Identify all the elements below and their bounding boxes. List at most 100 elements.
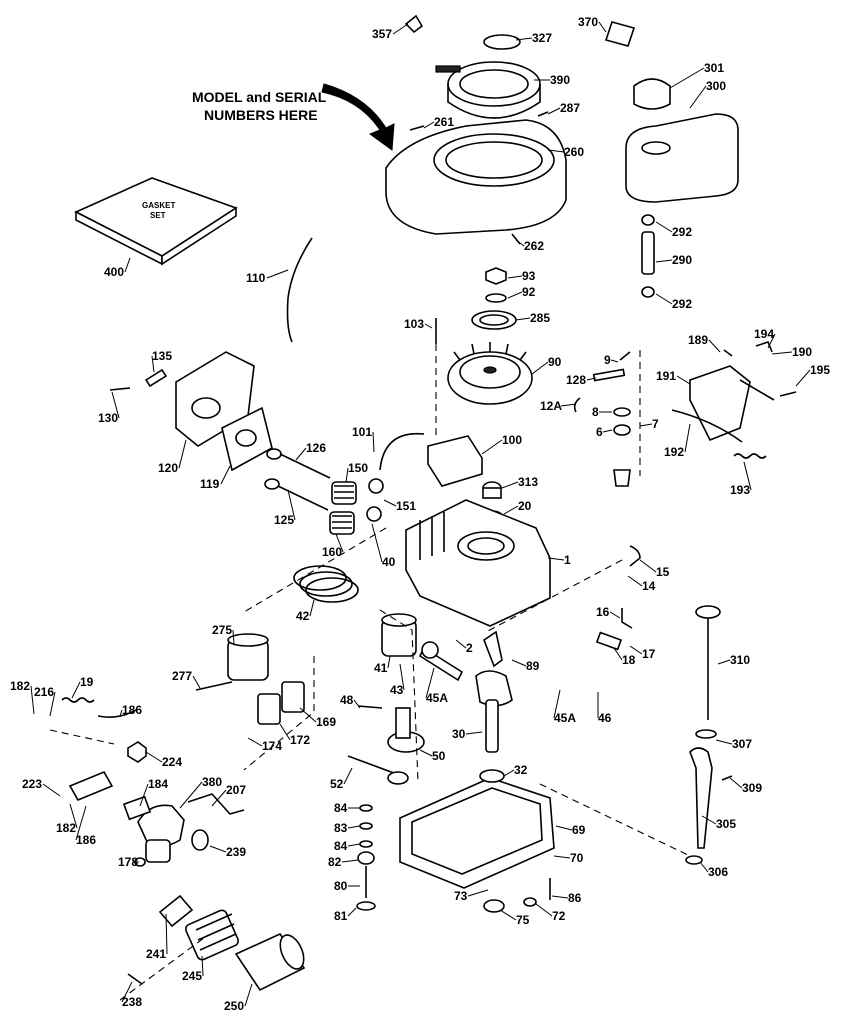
retainer-151 [366, 478, 384, 522]
head-gasket-119 [221, 406, 273, 472]
part-label-160: 160 [322, 545, 342, 559]
part-label-285: 285 [530, 311, 550, 325]
leader-83 [347, 825, 361, 829]
part-label-110: 110 [246, 271, 266, 285]
bolt-277 [195, 681, 233, 691]
leader-169 [299, 707, 317, 723]
leader-189 [708, 339, 721, 353]
leader-223 [42, 783, 61, 797]
cylinder-block-1 [405, 499, 551, 627]
part-16-17-18 [595, 608, 633, 651]
leader-172 [279, 723, 291, 741]
part-label-307: 307 [732, 737, 752, 751]
part-label-130: 130 [98, 411, 118, 425]
part-label-306: 306 [708, 865, 728, 879]
part-72 [523, 897, 537, 907]
leader-287 [547, 107, 561, 115]
leader-81 [347, 907, 357, 917]
piston-41 [381, 613, 417, 657]
leader-285 [515, 317, 531, 321]
leader-309 [729, 777, 743, 789]
part-label-89: 89 [526, 659, 540, 673]
part-label-14: 14 [642, 579, 656, 593]
washer-92 [485, 293, 507, 303]
leader-72 [535, 903, 553, 917]
seal-75 [483, 899, 505, 913]
part-label-190: 190 [792, 345, 812, 359]
leader-42 [309, 599, 315, 617]
part-label-2: 2 [466, 641, 473, 655]
part-label-43: 43 [390, 683, 404, 697]
leader-135 [151, 355, 155, 373]
part-label-81: 81 [334, 909, 348, 923]
blower-housing-260 [385, 119, 567, 235]
leader-84b [347, 843, 361, 847]
assembly-line-h [119, 937, 205, 1001]
callout-line-1: MODEL and SERIAL [192, 89, 327, 105]
part-label-84b: 84 [334, 839, 348, 853]
part-label-119: 119 [200, 477, 220, 491]
oring-307 [695, 729, 717, 739]
part-label-277: 277 [172, 669, 192, 683]
leader-75 [499, 909, 517, 921]
cam-gear-50 [387, 707, 425, 753]
part-label-6: 6 [596, 425, 603, 439]
leader-207 [211, 789, 227, 807]
part-label-15: 15 [656, 565, 670, 579]
part-label-72: 72 [552, 909, 566, 923]
leader-128 [586, 377, 597, 381]
part-label-223: 223 [22, 777, 42, 791]
part-327-shape [483, 34, 521, 50]
crankshaft-30 [475, 630, 513, 753]
bolt-48 [357, 705, 383, 709]
part-label-45A_b: 45A [554, 711, 576, 725]
leader-182b [69, 803, 78, 829]
leader-40 [371, 523, 383, 563]
shaft-52 [347, 755, 409, 785]
leader-73 [467, 889, 489, 897]
sump-70 [399, 777, 555, 889]
part-label-193: 193 [730, 483, 750, 497]
link-186-top [97, 709, 137, 718]
leader-306 [699, 861, 709, 873]
carburetor-380 [137, 804, 185, 863]
leader-357 [392, 23, 409, 35]
part-label-292b: 292 [672, 297, 692, 311]
part-label-42: 42 [296, 609, 310, 623]
part-label-151: 151 [396, 499, 416, 513]
leader-277 [192, 675, 201, 689]
part-label-195: 195 [810, 363, 830, 377]
leader-86 [551, 895, 569, 899]
part-label-327: 327 [532, 31, 552, 45]
part-label-301: 301 [704, 61, 724, 75]
part-label-17: 17 [642, 647, 656, 661]
bracket-191 [689, 341, 797, 442]
part-label-83: 83 [334, 821, 348, 835]
leader-193 [743, 461, 752, 491]
part-label-224: 224 [162, 755, 182, 769]
leader-151 [383, 499, 397, 507]
part-label-238: 238 [122, 995, 142, 1009]
part-label-172: 172 [290, 733, 310, 747]
leader-301 [669, 67, 705, 89]
part-label-357: 357 [372, 27, 392, 41]
washer-81 [356, 901, 376, 911]
screw-238 [127, 973, 143, 985]
spring-19 [61, 697, 95, 703]
leader-260 [547, 149, 565, 153]
elbow-241 [158, 894, 194, 928]
part-label-19: 19 [80, 675, 94, 689]
screw-309 [721, 775, 733, 781]
part-label-92: 92 [522, 285, 536, 299]
part-label-100: 100 [502, 433, 522, 447]
ignition-coil-100 [379, 432, 483, 487]
leader-216 [49, 691, 56, 717]
part-label-75: 75 [516, 913, 530, 927]
leader-290 [655, 259, 673, 263]
part-label-189: 189 [688, 333, 708, 347]
part-label-182b: 182 [56, 821, 76, 835]
oring-239 [191, 829, 209, 851]
part-label-305: 305 [716, 817, 736, 831]
spark-plug-135 [144, 368, 168, 388]
